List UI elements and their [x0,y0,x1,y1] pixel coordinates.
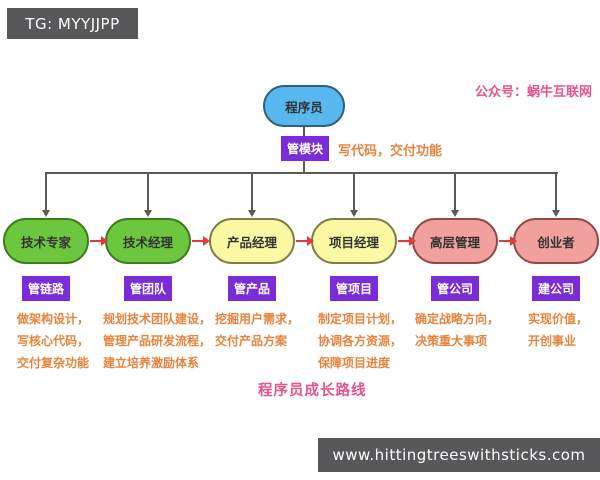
website-badge: www.hittingtreeswithsticks.com [318,438,600,472]
right-arrow-icon [203,236,210,246]
down-arrow-icon [350,210,358,217]
node-programmer: 程序员 [263,85,345,127]
desc-line: 制定项目计划， [318,312,403,326]
progress-arrow-line [499,240,510,242]
progress-arrow-line [398,240,409,242]
desc-line: 决策重大事项 [415,334,488,348]
tag-project-manager: 管项目 [330,276,378,301]
node-tech-expert: 技术专家 [3,218,89,264]
down-arrow-icon [248,210,256,217]
branch-line-6 [555,174,557,211]
node-tech-manager: 技术经理 [105,218,191,264]
desc-line: 交付产品方案 [215,334,288,348]
progress-arrow-line [296,240,307,242]
progress-arrow-line [192,240,203,242]
desc-tech-manager: 规划技术团队建设， 管理产品研发流程， 建立培养激励体系 [103,308,211,374]
node-product-manager: 产品经理 [209,218,295,264]
right-arrow-icon [101,236,108,246]
tag-tech-expert: 管链路 [22,276,70,301]
node-founder: 创业者 [513,218,599,264]
right-arrow-icon [409,236,416,246]
desc-line: 挖掘用户需求， [215,312,300,326]
wechat-watermark: 公众号：蜗牛互联网 [474,85,592,100]
node-executive: 高层管理 [412,218,498,264]
down-arrow-icon [144,210,152,217]
progress-arrow-line [90,240,101,242]
down-arrow-icon [552,210,560,217]
branch-line-3 [251,174,253,211]
tag-founder: 建公司 [532,276,580,301]
branch-line-4 [353,174,355,211]
down-arrow-icon [451,210,459,217]
branch-line-1 [45,174,47,211]
node-project-manager: 项目经理 [311,218,397,264]
horizontal-connector-line [45,172,558,174]
desc-line: 协调各方资源， [318,334,403,348]
diagram-title: 程序员成长路线 [258,383,367,399]
right-arrow-icon [510,236,517,246]
desc-product-manager: 挖掘用户需求， 交付产品方案 [215,308,299,352]
desc-line: 管理产品研发流程， [103,334,212,348]
telegram-badge: TG: MYYJJPP [7,8,138,39]
desc-founder: 实现价值， 开创事业 [528,308,588,352]
root-description: 写代码，交付功能 [338,144,443,159]
tag-executive: 管公司 [431,276,479,301]
right-arrow-icon [307,236,314,246]
desc-tech-expert: 做架构设计， 写核心代码， 交付复杂功能 [17,308,89,374]
desc-line: 写核心代码， [17,334,90,348]
tag-tech-manager: 管团队 [124,276,172,301]
desc-line: 实现价值， [528,312,589,326]
branch-line-2 [147,174,149,211]
tag-product-manager: 管产品 [228,276,276,301]
desc-line: 开创事业 [528,334,577,348]
down-arrow-icon [42,210,50,217]
desc-line: 保障项目进度 [318,356,391,370]
desc-line: 做架构设计， [17,312,90,326]
desc-line: 建立培养激励体系 [103,356,200,370]
desc-line: 交付复杂功能 [17,356,90,370]
desc-executive: 确定战略方向， 决策重大事项 [415,308,499,352]
desc-line: 确定战略方向， [415,312,500,326]
tag-root: 管模块 [281,136,329,161]
desc-line: 规划技术团队建设， [103,312,212,326]
branch-line-5 [454,174,456,211]
desc-project-manager: 制定项目计划， 协调各方资源， 保障项目进度 [318,308,402,374]
